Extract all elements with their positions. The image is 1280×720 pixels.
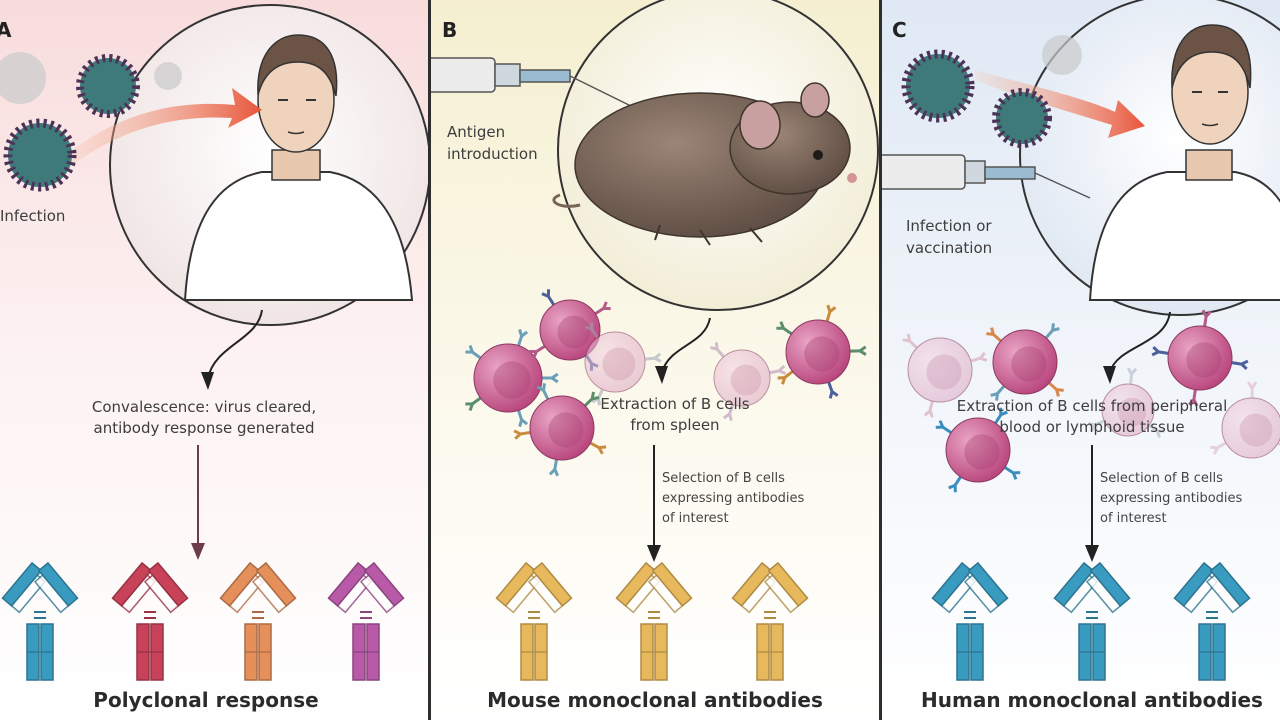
- virus-c-1: [901, 49, 975, 123]
- panel-b-step2-line3: of interest: [662, 511, 729, 526]
- syringe-b: [431, 57, 636, 109]
- b-cell: [513, 383, 607, 477]
- panel-c-art: [882, 0, 1280, 562]
- b-cell: [986, 323, 1064, 401]
- mouse: [552, 82, 857, 246]
- antibody: [731, 561, 809, 681]
- panel-b-step1-line2: from spleen: [630, 416, 720, 434]
- virus-a-3: [154, 62, 182, 90]
- b-cell: [465, 329, 559, 427]
- panel-c-step2-line3: of interest: [1100, 511, 1167, 526]
- b-cell: [1210, 381, 1280, 459]
- syringe-c: [882, 154, 1091, 199]
- antibody: [1173, 561, 1251, 681]
- antibody: [615, 561, 693, 681]
- panel-c-intro-line1: Infection or: [906, 217, 992, 235]
- divider-a-b: [428, 0, 431, 720]
- panel-a-art: [0, 4, 428, 560]
- panel-c-step1-line2: blood or lymphoid tissue: [999, 418, 1185, 436]
- panel-c-step2-line2: expressing antibodies: [1100, 491, 1243, 506]
- b-cell: [710, 342, 787, 422]
- panel-a-step1-line1: Convalescence: virus cleared,: [91, 398, 317, 416]
- panel-a-letter: A: [0, 18, 12, 42]
- divider-b-c: [879, 0, 882, 720]
- panel-b-result-label: Mouse monoclonal antibodies: [487, 688, 823, 712]
- virus-a-4: [3, 118, 77, 192]
- panel-c-letter: C: [892, 18, 907, 42]
- virus-c-2: [992, 88, 1052, 148]
- antibody: [495, 561, 573, 681]
- panel-a-result-label: Polyclonal response: [93, 688, 319, 712]
- curve-arrow-a: [207, 309, 263, 379]
- virus-a-2: [76, 54, 140, 118]
- antibody: [111, 561, 189, 681]
- panel-a-step1-line2: antibody response generated: [93, 419, 315, 437]
- infection-arrow-c: [975, 70, 1145, 138]
- b-cell: [902, 333, 988, 418]
- panel-b-step2-line2: expressing antibodies: [662, 491, 805, 506]
- panel-b-step2-line1: Selection of B cells: [662, 471, 785, 486]
- antibody: [931, 561, 1009, 681]
- person-c: [1088, 24, 1280, 301]
- antibody: [1, 561, 79, 681]
- virus-a-1: [0, 52, 46, 104]
- person-a: [183, 34, 414, 301]
- panel-a-intro-label: Infection: [0, 207, 66, 225]
- panel-c-result-label: Human monoclonal antibodies: [921, 688, 1263, 712]
- panel-c-step2-line1: Selection of B cells: [1100, 471, 1223, 486]
- b-cell: [776, 304, 867, 399]
- b-cell: [935, 407, 1021, 493]
- b-cell: [1088, 367, 1165, 439]
- antibody: [1053, 561, 1131, 681]
- infection-arrow-a: [60, 88, 262, 170]
- curve-arrow-b: [661, 317, 711, 373]
- curve-arrow-c: [1109, 311, 1171, 373]
- antibody: [219, 561, 297, 681]
- panel-b-art: [431, 0, 879, 562]
- panel-b-step1-line1: Extraction of B cells: [600, 395, 750, 413]
- virus-c-3: [1042, 35, 1082, 75]
- panel-b-letter: B: [442, 18, 458, 42]
- panel-b-intro-line2: introduction: [447, 145, 538, 163]
- panel-b-intro-line1: Antigen: [447, 123, 506, 141]
- b-cell: [1151, 309, 1249, 407]
- antibody: [327, 561, 405, 681]
- b-cell: [529, 289, 611, 371]
- panel-c-intro-line2: vaccination: [906, 239, 993, 257]
- panel-c-step1-line1: Extraction of B cells from peripheral: [956, 397, 1228, 415]
